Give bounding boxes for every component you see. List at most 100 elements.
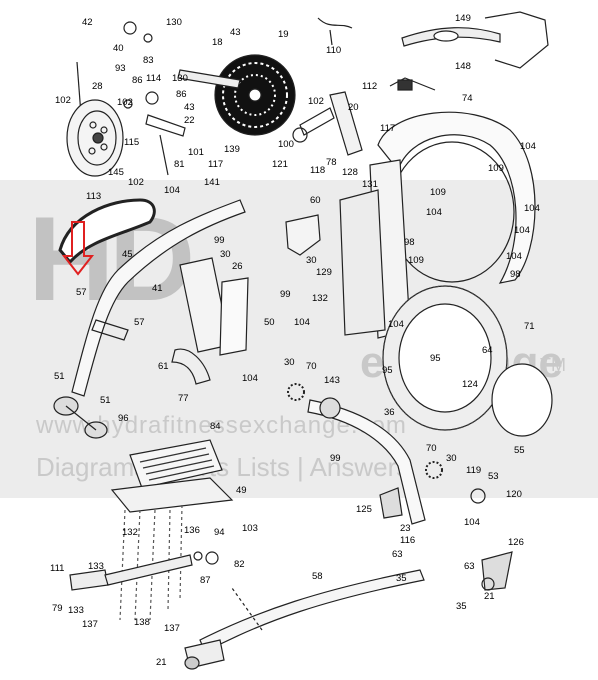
callout-74: 74	[462, 93, 473, 104]
callout-104: 104	[520, 141, 536, 152]
callout-63: 63	[464, 561, 475, 572]
strap-149	[484, 11, 549, 69]
callout-51: 51	[54, 371, 65, 382]
callout-117: 117	[380, 123, 396, 134]
callout-43: 43	[184, 102, 195, 113]
bolt-81	[159, 134, 169, 176]
callout-126: 126	[508, 537, 524, 548]
pedal-link-61	[171, 348, 211, 385]
watermark-tm: TM	[540, 355, 566, 375]
callout-86: 86	[176, 89, 187, 100]
callout-149: 149	[455, 13, 471, 24]
callout-21: 21	[484, 591, 495, 602]
callout-115: 115	[124, 137, 140, 148]
callout-137: 137	[164, 623, 180, 634]
callout-57: 57	[134, 317, 145, 328]
bracket-22	[145, 114, 186, 137]
callout-110: 110	[326, 45, 342, 56]
flywheel-19	[214, 54, 296, 136]
red-arrow-marker	[61, 221, 95, 276]
callout-132: 132	[312, 293, 328, 304]
axle-18	[177, 69, 241, 89]
callout-30: 30	[306, 255, 317, 266]
callout-104: 104	[514, 225, 530, 236]
callout-121: 121	[272, 159, 288, 170]
cap-21	[481, 577, 495, 591]
callout-145: 145	[108, 167, 124, 178]
callout-128: 128	[342, 167, 358, 178]
callout-141: 141	[204, 177, 220, 188]
callout-104: 104	[426, 207, 442, 218]
callout-18: 18	[212, 37, 223, 48]
callout-79: 79	[52, 603, 63, 614]
callout-82: 82	[234, 559, 245, 570]
callout-132: 132	[122, 527, 138, 538]
callout-99: 99	[214, 235, 225, 246]
callout-104: 104	[464, 517, 480, 528]
callout-95: 95	[382, 365, 393, 376]
callout-124: 124	[462, 379, 478, 390]
callout-137: 137	[82, 619, 98, 630]
bearing-40	[123, 21, 137, 35]
callout-57: 57	[76, 287, 87, 298]
callout-113: 113	[86, 191, 102, 202]
callout-61: 61	[158, 361, 169, 372]
callout-129: 129	[316, 267, 332, 278]
callout-119: 119	[466, 465, 482, 476]
gear-70a	[287, 383, 305, 401]
callout-30: 30	[220, 249, 231, 260]
callout-70: 70	[426, 443, 437, 454]
callout-64: 64	[482, 345, 493, 356]
callout-35: 35	[396, 573, 407, 584]
washer-87	[193, 551, 203, 561]
callout-50: 50	[264, 317, 275, 328]
washer-82	[205, 551, 219, 565]
callout-104: 104	[506, 251, 522, 262]
callout-120: 120	[506, 489, 522, 500]
callout-94: 94	[214, 527, 225, 538]
callout-130: 130	[166, 17, 182, 28]
pedal-arm-58	[199, 569, 425, 653]
callout-136: 136	[184, 525, 200, 536]
callout-51: 51	[100, 395, 111, 406]
callout-30: 30	[284, 357, 295, 368]
callout-104: 104	[242, 373, 258, 384]
callout-99: 99	[330, 453, 341, 464]
callout-125: 125	[356, 504, 372, 515]
callout-22: 22	[184, 115, 195, 126]
callout-104: 104	[524, 203, 540, 214]
crank-arm-36	[307, 399, 426, 525]
cable-110	[317, 17, 353, 46]
callout-30: 30	[446, 453, 457, 464]
callout-109: 109	[408, 255, 424, 266]
callout-104: 104	[388, 319, 404, 330]
callout-109: 109	[488, 163, 504, 174]
callout-35: 35	[456, 601, 467, 612]
callout-42: 42	[82, 17, 93, 28]
callout-71: 71	[524, 321, 535, 332]
callout-21: 21	[156, 657, 167, 668]
callout-103: 103	[242, 523, 258, 534]
callout-41: 41	[152, 283, 163, 294]
callout-87: 87	[200, 575, 211, 586]
callout-138: 138	[134, 617, 150, 628]
callout-102: 102	[55, 95, 71, 106]
callout-53: 53	[488, 471, 499, 482]
callout-23: 23	[400, 523, 411, 534]
callout-81: 81	[174, 159, 185, 170]
callout-104: 104	[294, 317, 310, 328]
callout-45: 45	[122, 249, 133, 260]
callout-26: 26	[232, 261, 243, 272]
pedal-base-49	[110, 477, 234, 513]
callout-20: 20	[348, 102, 359, 113]
bracket-125	[379, 487, 403, 519]
callout-117: 117	[208, 159, 224, 170]
callout-86: 86	[132, 75, 143, 86]
callout-93: 93	[115, 63, 126, 74]
callout-139: 139	[224, 144, 240, 155]
callout-55: 55	[514, 445, 525, 456]
cap-21b	[184, 656, 200, 670]
callout-36: 36	[384, 407, 395, 418]
